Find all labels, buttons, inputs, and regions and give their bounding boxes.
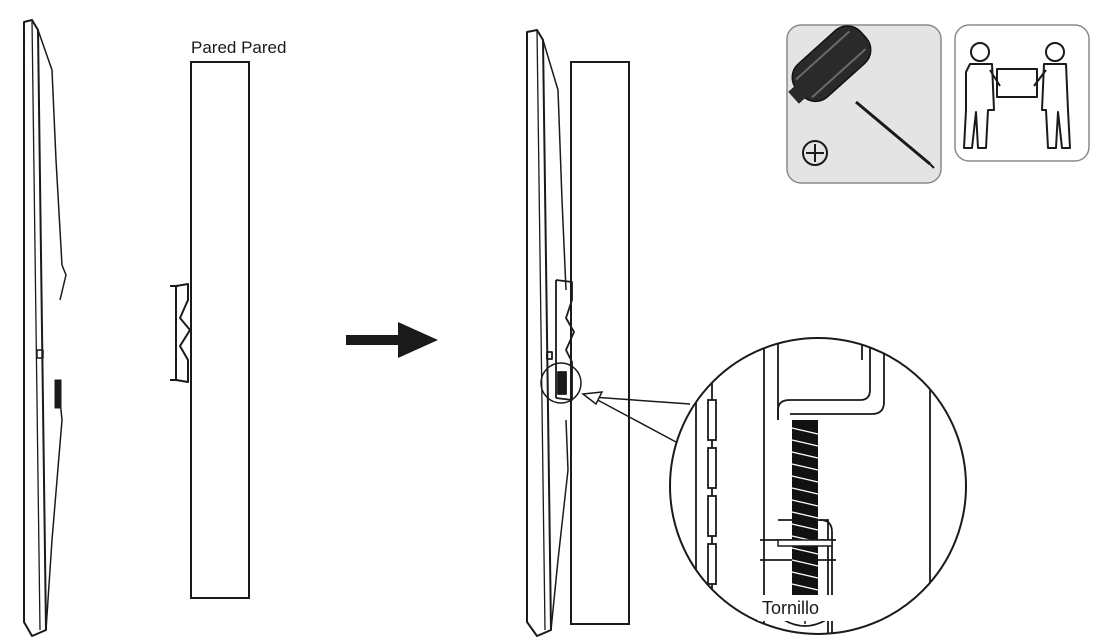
wall-block-right — [570, 61, 630, 625]
phillips-plus-icon — [802, 140, 828, 166]
wall-label: Pared Pared — [191, 38, 286, 57]
screw-thread — [777, 420, 833, 627]
phillips-screwdriver-icon — [786, 24, 942, 184]
callout-pointer — [581, 391, 691, 443]
detail-marker-circle — [540, 362, 582, 404]
tv-side-view-assembled — [526, 29, 569, 637]
tv-side-view-left — [23, 19, 67, 637]
screw-label: Tornillo — [762, 598, 819, 618]
wall-block-left — [190, 61, 250, 599]
wall-bracket-assembled — [546, 279, 575, 401]
wall-bracket-left — [170, 283, 191, 383]
direction-arrow-icon — [346, 322, 438, 358]
screw-detail-zoom: Tornillo — [669, 337, 967, 635]
two-person-lift-icon — [954, 24, 1090, 162]
